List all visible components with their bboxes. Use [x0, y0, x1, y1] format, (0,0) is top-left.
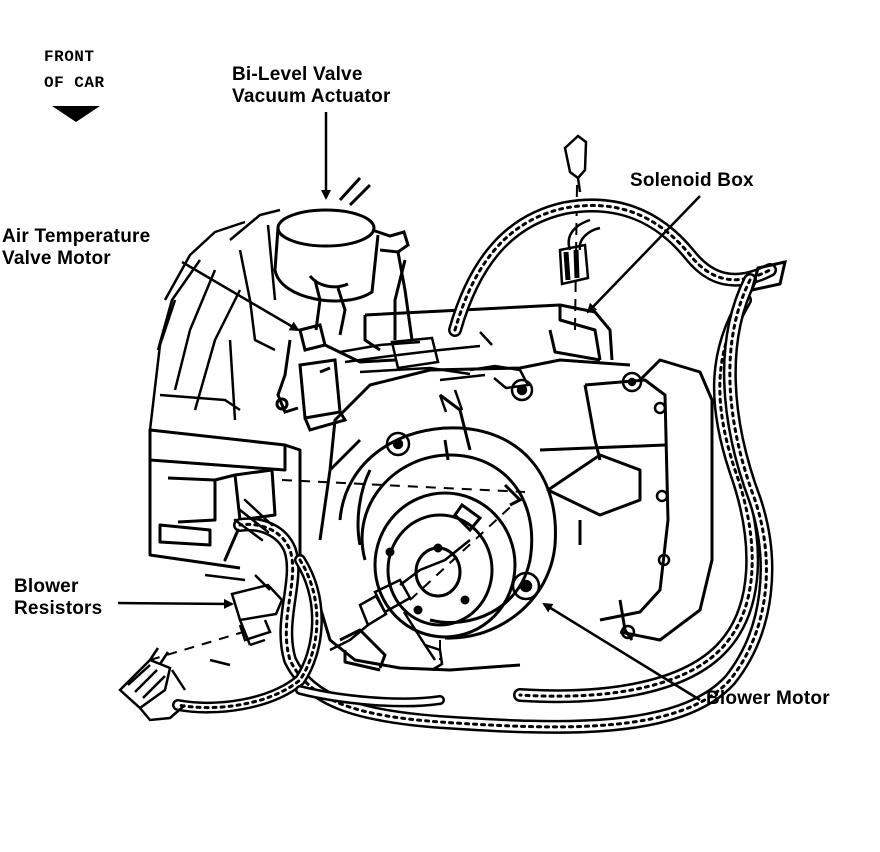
leader-blower-resistors: [117, 598, 234, 609]
vacuum-actuator: [273, 176, 414, 341]
blower-resistors-line-2: Resistors: [14, 598, 103, 619]
blower-motor-connector: [329, 539, 471, 672]
heater-case: [316, 303, 714, 672]
bi-level-valve-line-1: Bi-Level Valve: [232, 64, 363, 85]
blower-resistors-label: Blower Resistors: [14, 576, 102, 620]
leader-arrows: [117, 112, 701, 702]
bi-level-valve-label: Bi-Level Valve Vacuum Actuator: [232, 64, 391, 108]
pigtail-connector: [118, 647, 231, 722]
blower-resistor-block: [204, 573, 284, 647]
blower-resistors-line-1: Blower: [14, 576, 79, 597]
air-temp-line-2: Valve Motor: [2, 248, 111, 269]
solenoid-box-label: Solenoid Box: [630, 170, 754, 192]
front-of-car-line-2: OF CAR: [44, 74, 105, 92]
duct-box: [148, 428, 302, 570]
blower-housing: [338, 426, 557, 640]
wiring-loom: [172, 198, 787, 734]
air-temp-line-1: Air Temperature: [2, 226, 151, 247]
firewall-panel: [148, 208, 281, 431]
air-temperature-valve-motor-label: Air Temperature Valve Motor: [2, 226, 150, 270]
solenoid-box-line-1: Solenoid Box: [630, 170, 754, 191]
leader-blower-motor: [542, 602, 701, 702]
vacuum-linkage: [339, 331, 530, 413]
blower-motor-label: Blower Motor: [706, 688, 830, 710]
front-of-car-label: FRONT OF CAR: [44, 44, 105, 96]
assembly-lines: [149, 479, 526, 661]
air-temp-motor: [275, 323, 396, 432]
arrow-down-icon: [52, 106, 100, 122]
bi-level-valve-line-2: Vacuum Actuator: [232, 86, 391, 107]
leader-solenoid-box: [586, 195, 701, 314]
front-of-car-line-1: FRONT: [44, 48, 95, 66]
blower-motor-line-1: Blower Motor: [706, 688, 830, 709]
leader-air-temp-motor: [181, 260, 300, 332]
